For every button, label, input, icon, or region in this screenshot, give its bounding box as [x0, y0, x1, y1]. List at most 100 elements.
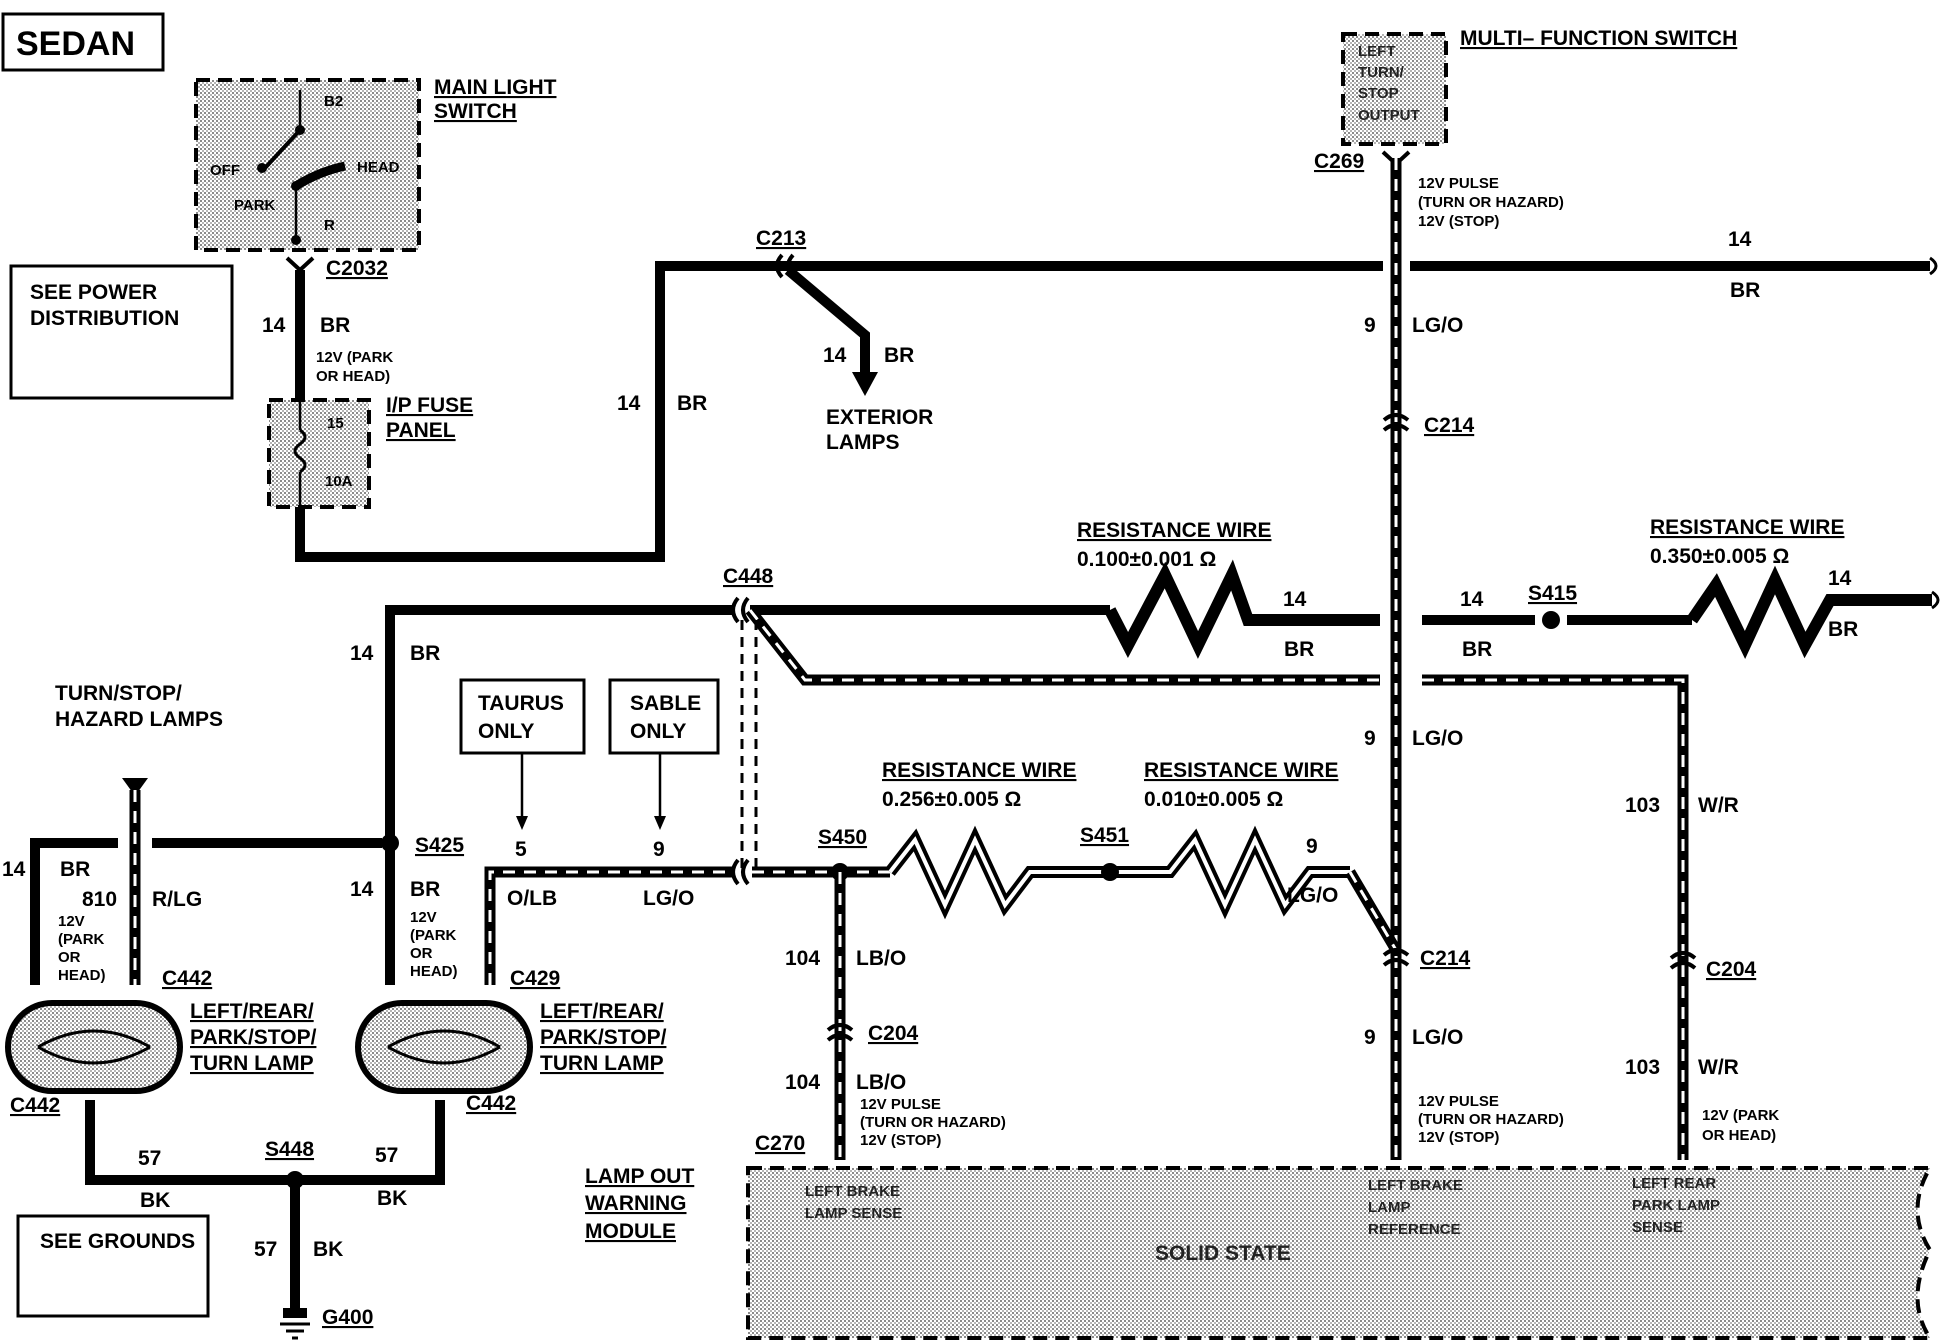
svg-text:C2032: C2032: [326, 257, 388, 280]
svg-text:TURN LAMP: TURN LAMP: [540, 1052, 664, 1075]
svg-text:12V PULSE: 12V PULSE: [1418, 1093, 1499, 1110]
svg-text:PARK: PARK: [234, 197, 276, 214]
wire-14-br-left: [30, 838, 118, 985]
svg-text:LEFT BRAKE: LEFT BRAKE: [805, 1183, 900, 1200]
svg-text:OR: OR: [410, 945, 433, 962]
svg-text:14: 14: [1283, 588, 1307, 611]
svg-text:BR: BR: [884, 344, 914, 367]
wire-5-olb-9-lgo: [484, 866, 735, 985]
svg-text:103: 103: [1625, 794, 1660, 817]
svg-text:C269: C269: [1314, 150, 1364, 173]
svg-text:TURN LAMP: TURN LAMP: [190, 1052, 314, 1075]
svg-text:5: 5: [515, 838, 527, 861]
svg-text:57: 57: [138, 1147, 161, 1170]
svg-text:12V: 12V: [58, 913, 85, 930]
svg-text:C204: C204: [1706, 958, 1757, 981]
svg-text:PARK/STOP/: PARK/STOP/: [190, 1026, 317, 1049]
svg-text:R: R: [324, 217, 335, 234]
svg-text:14: 14: [1460, 588, 1484, 611]
svg-text:WARNING: WARNING: [585, 1192, 687, 1215]
svg-text:LEFT BRAKE: LEFT BRAKE: [1368, 1177, 1463, 1194]
svg-text:SENSE: SENSE: [1632, 1219, 1683, 1236]
wire-14-br-exterior: [784, 266, 870, 375]
svg-text:9: 9: [1364, 1026, 1376, 1049]
svg-text:LAMP: LAMP: [1368, 1199, 1411, 1216]
svg-text:BR: BR: [410, 878, 440, 901]
svg-text:14: 14: [1828, 567, 1852, 590]
svg-text:C214: C214: [1424, 414, 1475, 437]
svg-text:BR: BR: [60, 858, 90, 881]
svg-text:12V (STOP): 12V (STOP): [1418, 1129, 1499, 1146]
main-light-switch: B2 OFF PARK HEAD R MAIN LIGHT SWITCH: [194, 76, 557, 252]
wire-14-br-s425: [385, 605, 735, 840]
svg-text:810: 810: [82, 888, 117, 911]
see-grounds-box: SEE GROUNDS: [16, 1214, 210, 1318]
svg-text:SABLE: SABLE: [630, 692, 701, 715]
svg-text:OR HEAD): OR HEAD): [1702, 1127, 1776, 1144]
svg-text:DISTRIBUTION: DISTRIBUTION: [30, 307, 179, 330]
ip-fuse-panel-name: I/P FUSE: [386, 394, 473, 417]
svg-text:LAMPS: LAMPS: [826, 431, 900, 454]
svg-text:12V (STOP): 12V (STOP): [1418, 213, 1499, 230]
svg-text:BK: BK: [313, 1238, 343, 1261]
svg-text:RESISTANCE WIRE: RESISTANCE WIRE: [1077, 519, 1271, 542]
svg-text:BR: BR: [1462, 638, 1492, 661]
svg-text:SWITCH: SWITCH: [434, 100, 517, 123]
svg-text:SEE POWER: SEE POWER: [30, 281, 157, 304]
svg-text:12V (STOP): 12V (STOP): [860, 1132, 941, 1149]
svg-text:14: 14: [350, 642, 374, 665]
svg-text:(TURN OR HAZARD): (TURN OR HAZARD): [1418, 194, 1564, 211]
svg-text:12V PULSE: 12V PULSE: [860, 1096, 941, 1113]
svg-text:TAURUS: TAURUS: [478, 692, 564, 715]
svg-text:STOP: STOP: [1358, 85, 1399, 102]
svg-text:12V PULSE: 12V PULSE: [1418, 175, 1499, 192]
svg-text:14: 14: [350, 878, 374, 901]
svg-text:C442: C442: [466, 1092, 516, 1115]
svg-text:9: 9: [1364, 314, 1376, 337]
svg-text:BR: BR: [1284, 638, 1314, 661]
svg-text:C214: C214: [1420, 947, 1471, 970]
title-box: SEDAN: [1, 12, 165, 72]
svg-text:C204: C204: [868, 1022, 919, 1045]
wire-103-wr: [745, 606, 1689, 1160]
svg-text:104: 104: [785, 947, 820, 970]
svg-text:BK: BK: [377, 1187, 407, 1210]
svg-text:C448: C448: [723, 565, 774, 588]
wire-57-bk: [85, 1100, 445, 1185]
svg-text:B2: B2: [324, 93, 343, 110]
svg-text:OUTPUT: OUTPUT: [1358, 107, 1420, 124]
svg-text:HEAD): HEAD): [58, 967, 106, 984]
svg-text:RESISTANCE WIRE: RESISTANCE WIRE: [1144, 759, 1338, 782]
svg-text:ONLY: ONLY: [630, 720, 686, 743]
sable-only-box: SABLE ONLY 9: [608, 678, 720, 861]
svg-text:REFERENCE: REFERENCE: [1368, 1221, 1461, 1238]
svg-text:104: 104: [785, 1071, 820, 1094]
svg-text:S448: S448: [265, 1138, 314, 1161]
connector-c214-lower: C214: [1382, 947, 1471, 970]
svg-text:LB/O: LB/O: [856, 947, 906, 970]
exterior-lamps-label: EXTERIOR: [826, 406, 933, 429]
svg-text:0.256±0.005 Ω: 0.256±0.005 Ω: [882, 788, 1021, 811]
left-rear-lamp-1: LEFT/REAR/ PARK/STOP/ TURN LAMP: [5, 1000, 317, 1094]
svg-text:G400: G400: [322, 1306, 373, 1329]
resistance-wire-0350: [1687, 565, 1932, 660]
svg-text:W/R: W/R: [1698, 1056, 1739, 1079]
svg-text:HEAD: HEAD: [357, 159, 400, 176]
svg-text:OFF: OFF: [210, 162, 240, 179]
svg-text:57: 57: [375, 1144, 398, 1167]
svg-text:LAMP SENSE: LAMP SENSE: [805, 1205, 902, 1222]
svg-text:9: 9: [1306, 835, 1318, 858]
svg-text:RESISTANCE WIRE: RESISTANCE WIRE: [1650, 516, 1844, 539]
svg-text:BR: BR: [1730, 279, 1760, 302]
svg-text:9: 9: [653, 838, 665, 861]
svg-text:0.010±0.005 Ω: 0.010±0.005 Ω: [1144, 788, 1283, 811]
svg-text:9: 9: [1364, 727, 1376, 750]
svg-text:TURN/: TURN/: [1358, 64, 1405, 81]
svg-text:10A: 10A: [325, 473, 353, 490]
connector-c448: C448: [723, 565, 774, 624]
lamp-out-warning-module: LEFT BRAKE LAMP SENSE LEFT BRAKE LAMP RE…: [746, 1166, 1934, 1340]
svg-text:BR: BR: [320, 314, 350, 337]
svg-text:OR HEAD): OR HEAD): [316, 368, 390, 385]
svg-text:12V (PARK: 12V (PARK: [316, 349, 393, 366]
